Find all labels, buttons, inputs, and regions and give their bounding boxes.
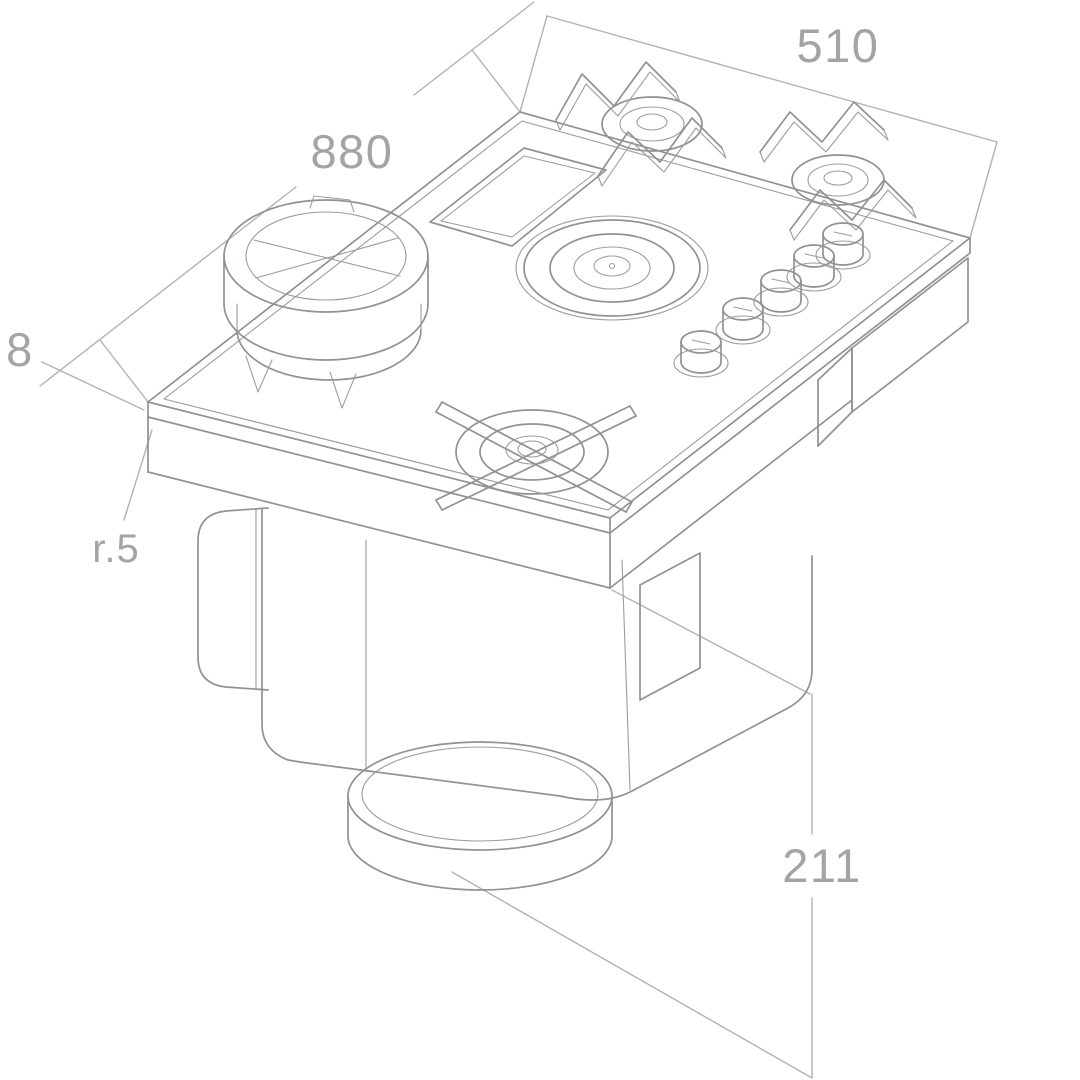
dimension-label-radius: r.5 [92, 527, 139, 571]
rear-right-trivet [759, 101, 917, 241]
dimension-corner-radius: r.5 [92, 429, 153, 571]
dimension-label-height: 211 [782, 839, 861, 892]
control-knob [715, 297, 771, 345]
dimension-width-880: 880 [39, 1, 535, 403]
cooktop-top-panel [147, 111, 971, 589]
wok-burner [223, 195, 429, 409]
dimension-label-width: 880 [311, 125, 394, 178]
duct-outlet [347, 741, 613, 891]
dimension-label-depth: 510 [797, 19, 880, 72]
downdraft-unit [197, 507, 813, 801]
rear-left-trivet [555, 61, 727, 187]
control-knob [673, 330, 729, 378]
control-knobs [673, 222, 871, 378]
dimension-depth-510: 510 [519, 15, 998, 239]
front-burner [455, 409, 609, 495]
front-pan-support [435, 401, 637, 513]
griddle-plate [429, 147, 607, 247]
gas-connection-box [817, 257, 969, 447]
control-knob [753, 269, 809, 317]
center-burner [515, 215, 709, 321]
dimension-height-211: 211 [451, 589, 861, 1079]
control-knob [815, 222, 871, 270]
dimension-label-thickness: 8 [6, 323, 34, 376]
rear-left-burner [601, 96, 703, 152]
dimension-thickness-8: 8 [6, 323, 145, 411]
control-knob [786, 244, 842, 292]
